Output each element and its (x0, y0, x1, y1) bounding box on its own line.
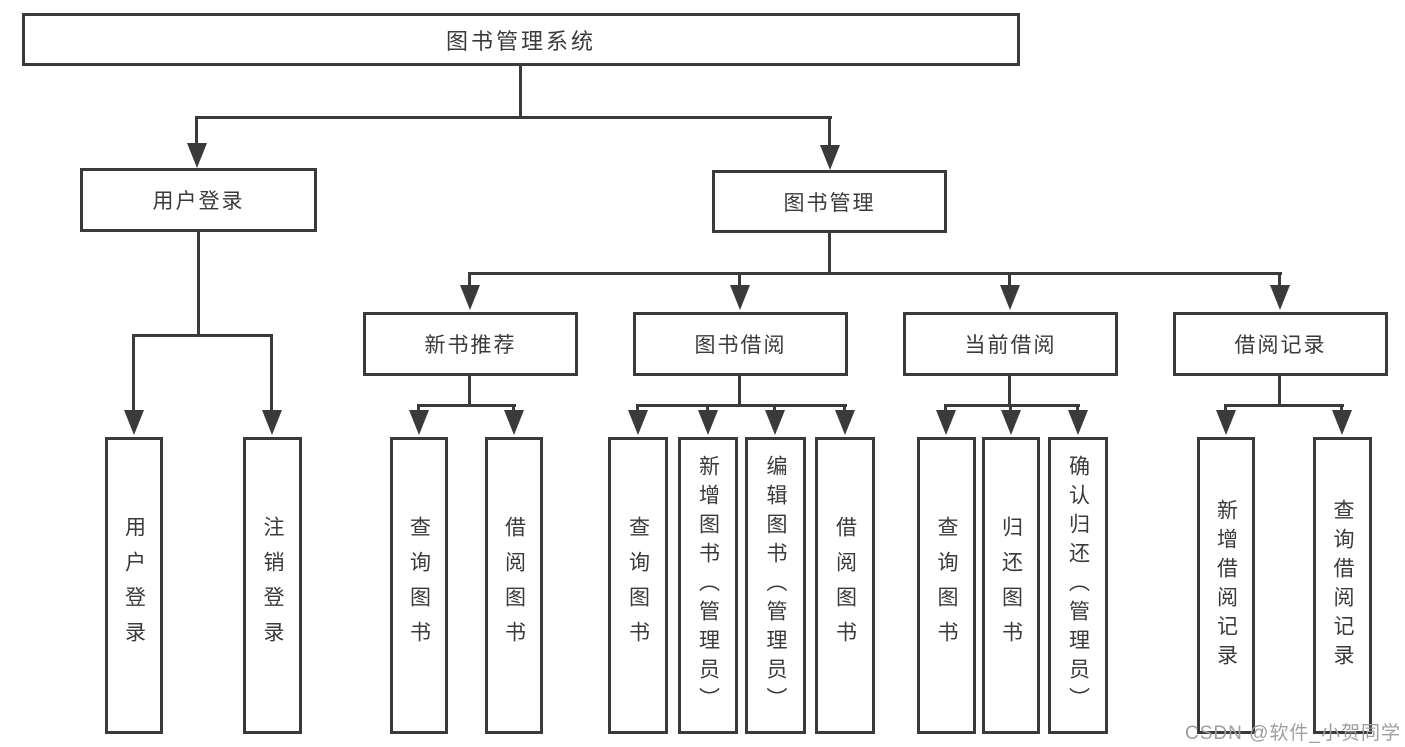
edge-to-user-login (195, 118, 198, 150)
edge-to-borrow-records (1278, 274, 1281, 288)
edge-to-leaf (773, 404, 776, 414)
leaf-current-return-label: 归还图书 (999, 515, 1023, 656)
leaf-records-add-label: 新增借阅记录 (1214, 498, 1238, 673)
watermark: CSDN @软件_小贺同学 (1185, 723, 1401, 744)
edge-new-books-bar (417, 404, 516, 407)
leaf-records-query: 查询借阅记录 (1313, 437, 1372, 734)
arrowhead-down-icon (504, 410, 524, 435)
edge-to-leaf-logout (270, 334, 273, 413)
edge-to-book-mgmt (828, 118, 831, 150)
node-root-label: 图书管理系统 (445, 28, 596, 54)
arrowhead-down-icon (1216, 410, 1236, 435)
node-current-borrow: 当前借阅 (903, 312, 1118, 376)
edge-to-leaf-login (132, 334, 135, 413)
edge-to-leaf (944, 404, 947, 414)
leaf-user-login-label: 用户登录 (122, 515, 146, 656)
edge-to-current-borrow (1008, 274, 1011, 288)
node-user-login: 用户登录 (80, 168, 317, 232)
leaf-newbooks-borrow: 借阅图书 (485, 437, 543, 734)
node-current-borrow-label: 当前借阅 (964, 334, 1057, 357)
edge-to-leaf (843, 404, 846, 414)
edge-to-leaf (706, 404, 709, 414)
leaf-newbooks-query: 查询图书 (390, 437, 448, 734)
arrowhead-down-icon (1001, 410, 1021, 435)
edge-to-new-books (468, 274, 471, 288)
node-borrow-records-label: 借阅记录 (1234, 334, 1327, 357)
arrowhead-down-icon (936, 410, 956, 435)
leaf-logout-label: 注销登录 (261, 515, 284, 656)
edge-root-stem (519, 64, 522, 119)
leaf-borrow-edit-label: 编辑图书（管理员） (764, 455, 787, 716)
node-new-books-label: 新书推荐 (424, 334, 517, 357)
node-book-mgmt-label: 图书管理 (783, 191, 876, 215)
edge-to-leaf (1076, 404, 1079, 414)
edge-book-borrow-bar (636, 404, 847, 407)
arrowhead-down-icon (820, 145, 840, 170)
edge-to-leaf (1340, 404, 1343, 414)
leaf-records-add: 新增借阅记录 (1197, 437, 1255, 734)
arrowhead-down-icon (124, 410, 144, 435)
edge-user-login-stem (197, 230, 200, 336)
leaf-borrow-borrow: 借阅图书 (815, 437, 875, 734)
edge-to-leaf (1009, 404, 1012, 414)
arrowhead-down-icon (1332, 410, 1352, 435)
arrowhead-down-icon (1068, 410, 1088, 435)
leaf-current-query-label: 查询图书 (935, 515, 958, 656)
leaf-current-return: 归还图书 (982, 437, 1040, 734)
leaf-borrow-add-label: 新增图书（管理员） (696, 455, 720, 716)
arrowhead-down-icon (187, 143, 207, 168)
arrowhead-down-icon (698, 410, 718, 435)
node-book-borrow-label: 图书借阅 (694, 334, 787, 357)
arrowhead-down-icon (730, 285, 750, 310)
node-book-borrow: 图书借阅 (633, 312, 848, 376)
leaf-borrow-add: 新增图书（管理员） (678, 437, 738, 734)
edge-to-book-borrow (738, 274, 741, 288)
node-book-mgmt: 图书管理 (712, 170, 947, 233)
edge-borrow-records-stem (1278, 374, 1281, 407)
leaf-newbooks-borrow-label: 借阅图书 (502, 515, 526, 656)
leaf-borrow-query-label: 查询图书 (626, 515, 650, 656)
leaf-current-query: 查询图书 (917, 437, 976, 734)
node-new-books: 新书推荐 (363, 312, 578, 376)
leaf-user-login: 用户登录 (105, 437, 163, 734)
leaf-borrow-edit: 编辑图书（管理员） (745, 437, 806, 734)
leaf-current-confirm-label: 确认归还（管理员） (1066, 455, 1090, 716)
edge-to-leaf (1224, 404, 1227, 414)
leaf-current-confirm: 确认归还（管理员） (1048, 437, 1108, 734)
arrowhead-down-icon (628, 410, 648, 435)
leaf-logout: 注销登录 (243, 437, 302, 734)
arrowhead-down-icon (1000, 285, 1020, 310)
leaf-records-query-label: 查询借阅记录 (1331, 498, 1354, 673)
edge-book-borrow-stem (738, 374, 741, 407)
arrowhead-down-icon (1270, 285, 1290, 310)
edge-level1-bar (195, 116, 832, 119)
edge-to-leaf (512, 404, 515, 414)
leaf-newbooks-query-label: 查询图书 (407, 515, 431, 656)
edge-to-leaf (417, 404, 420, 414)
edge-level3-bar (468, 272, 1282, 275)
edge-book-mgmt-stem (828, 231, 831, 275)
leaf-borrow-borrow-label: 借阅图书 (833, 515, 857, 656)
edge-current-borrow-stem (1008, 374, 1011, 407)
arrowhead-down-icon (765, 410, 785, 435)
arrowhead-down-icon (409, 410, 429, 435)
edge-to-leaf (636, 404, 639, 414)
edge-new-books-stem (468, 374, 471, 407)
leaf-borrow-query: 查询图书 (608, 437, 668, 734)
arrowhead-down-icon (262, 410, 282, 435)
arrowhead-down-icon (835, 410, 855, 435)
edge-borrow-records-bar (1224, 404, 1344, 407)
node-root: 图书管理系统 (22, 13, 1020, 66)
edge-current-borrow-bar (944, 404, 1080, 407)
node-user-login-label: 用户登录 (152, 190, 245, 213)
node-borrow-records: 借阅记录 (1173, 312, 1388, 376)
edge-user-login-bar (132, 334, 273, 337)
arrowhead-down-icon (460, 285, 480, 310)
